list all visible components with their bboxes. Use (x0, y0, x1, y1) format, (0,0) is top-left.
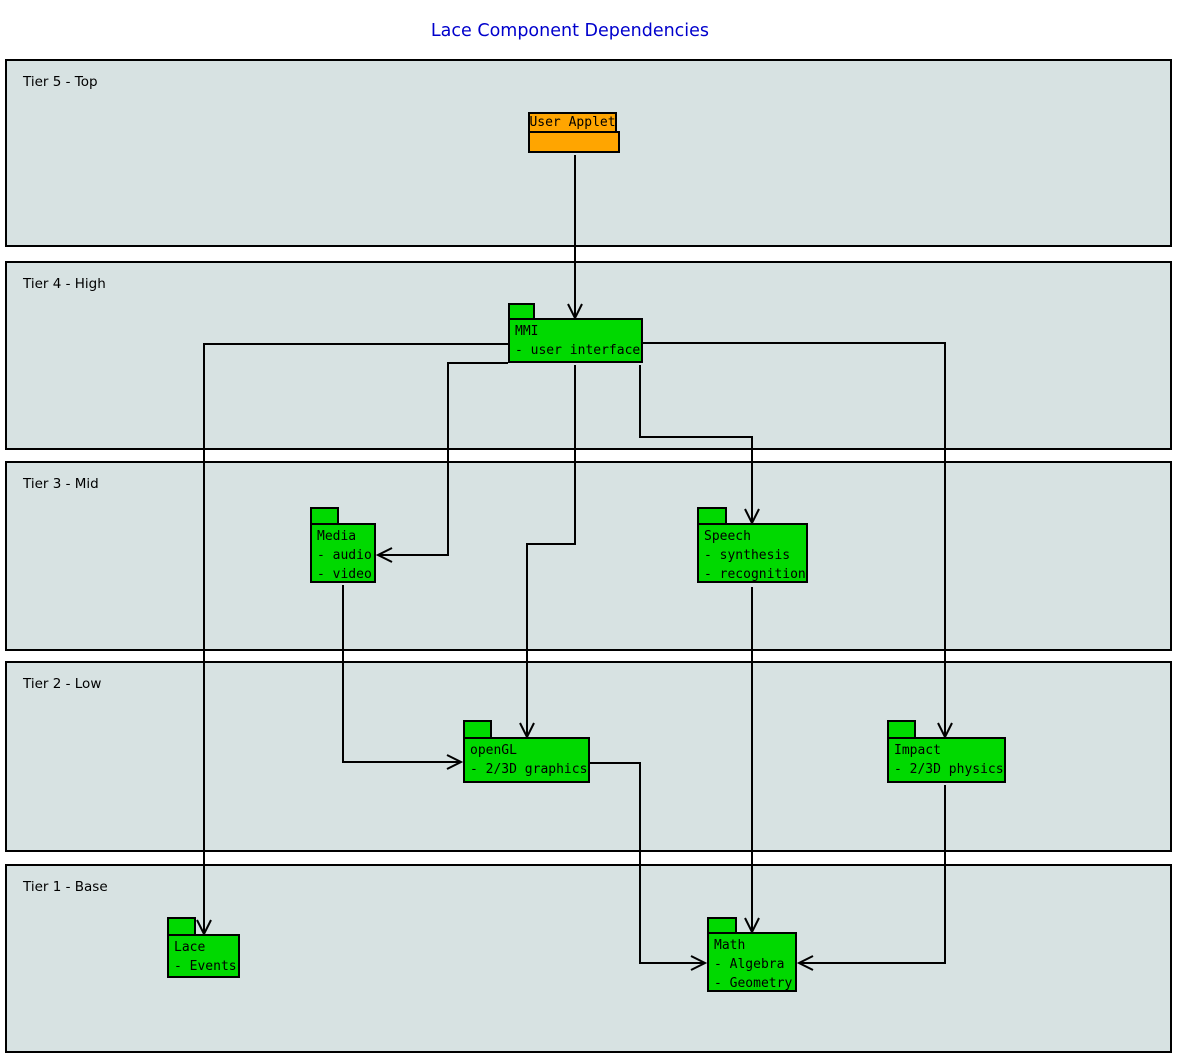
edge-mmi-to-lace (203, 343, 508, 934)
package-label-math-line1: - Algebra (714, 957, 785, 972)
package-label-mmi-line1: - user interface (515, 343, 641, 358)
edge-mmi-to-impact (643, 342, 946, 737)
tier-label-tier-4: Tier 4 - High (23, 276, 106, 292)
tier-label-tier-3: Tier 3 - Mid (23, 476, 99, 492)
package-label-speech-line0: Speech (704, 529, 751, 544)
page-title: Lace Component Dependencies (430, 21, 710, 41)
tier-label-tier-1: Tier 1 - Base (23, 879, 108, 895)
tier-band-tier-3: Tier 3 - Mid (5, 461, 1172, 651)
edge-media-to-opengl (342, 585, 461, 763)
package-label-media-line2: - video (317, 567, 372, 582)
package-label-impact-line0: Impact (894, 743, 941, 758)
package-body-mmi: MMI - user interface (508, 318, 643, 363)
package-label-math-line0: Math (714, 938, 746, 953)
package-label-opengl-line1: - 2/3D graphics (470, 762, 588, 777)
package-body-speech: Speech - synthesis - recognition (697, 523, 808, 583)
edge-mmi-to-opengl (526, 365, 576, 737)
package-label-lace-line0: Lace (174, 940, 206, 955)
package-label-speech-line1: - synthesis (704, 548, 791, 563)
package-label-mmi-line0: MMI (515, 324, 539, 339)
applet-label: User Applet (528, 112, 617, 133)
package-body-impact: Impact - 2/3D physics (887, 737, 1006, 783)
applet-base (528, 131, 620, 153)
edge-mmi-to-speech (639, 365, 753, 523)
package-label-impact-line1: - 2/3D physics (894, 762, 1004, 777)
edge-opengl-to-math (590, 762, 705, 964)
package-label-speech-line2: - recognition (704, 567, 806, 582)
edge-impact-to-math (799, 785, 946, 964)
package-body-opengl: openGL - 2/3D graphics (463, 737, 590, 783)
tier-label-tier-5: Tier 5 - Top (23, 74, 98, 90)
tier-band-tier-1: Tier 1 - Base (5, 864, 1172, 1053)
package-label-media-line0: Media (317, 529, 357, 544)
arrowhead-mmi-to-media (375, 547, 393, 563)
tier-band-tier-5: Tier 5 - Top (5, 59, 1172, 247)
arrowhead-media-to-opengl (446, 754, 464, 770)
package-label-media-line1: - audio (317, 548, 372, 563)
package-label-math-line2: - Geometry (714, 976, 793, 991)
package-body-media: Media - audio - video (310, 523, 376, 583)
arrowhead-impact-to-math (796, 955, 814, 971)
edge-mmi-to-media (378, 362, 508, 556)
arrowhead-opengl-to-math (690, 955, 708, 971)
package-label-opengl-line0: openGL (470, 743, 517, 758)
package-body-lace: Lace - Events (167, 934, 240, 978)
package-body-math: Math - Algebra - Geometry (707, 932, 797, 992)
package-label-lace-line1: - Events (174, 959, 237, 974)
tier-label-tier-2: Tier 2 - Low (23, 676, 102, 692)
